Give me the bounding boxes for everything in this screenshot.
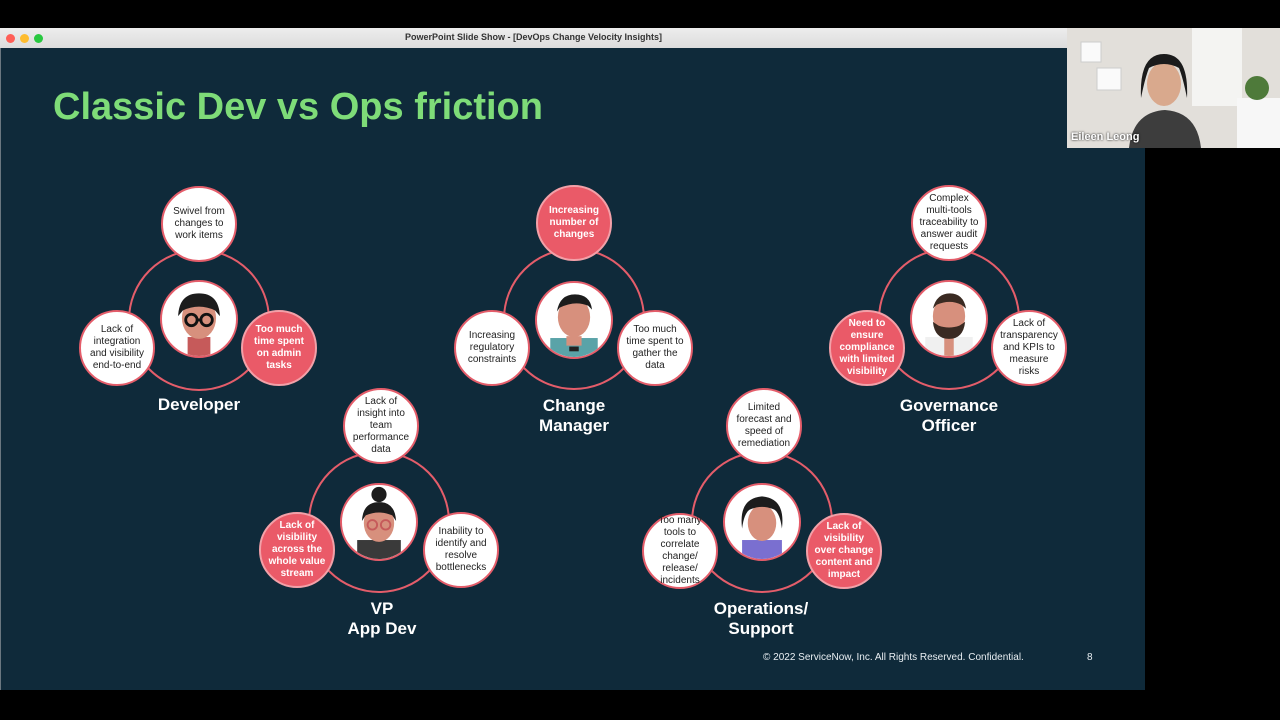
persona-developer: Swivel from changes to work items Lack o… <box>79 186 319 426</box>
webcam-video[interactable]: Eileen Leong <box>1067 28 1280 148</box>
governance-officer-avatar-icon <box>910 280 988 358</box>
operations-support-role-label: Operations/ Support <box>713 599 809 638</box>
developer-pain-left: Lack of integration and visibility end-t… <box>79 310 155 386</box>
slide-title: Classic Dev vs Ops friction <box>53 86 543 128</box>
zoom-window-button[interactable] <box>34 34 43 43</box>
change-manager-avatar-icon <box>535 281 613 359</box>
developer-role-label: Developer <box>157 395 241 414</box>
close-window-button[interactable] <box>6 34 15 43</box>
governance-officer-pain-right: Lack of transparency and KPIs to measure… <box>991 310 1067 386</box>
operations-support-pain-right: Lack of visibility over change content a… <box>806 513 882 589</box>
slide-page-number: 8 <box>1087 652 1093 663</box>
vp-app-dev-pain-left: Lack of visibility across the whole valu… <box>259 512 335 588</box>
governance-officer-pain-top: Complex multi-tools traceability to answ… <box>911 185 987 261</box>
change-manager-pain-left: Increasing regulatory constraints <box>454 310 530 386</box>
vp-app-dev-pain-top: Lack of insight into team performance da… <box>343 388 419 464</box>
developer-pain-right: Too much time spent on admin tasks <box>241 310 317 386</box>
change-manager-role-label: Change Manager <box>539 396 609 435</box>
operations-support-pain-left: Too many tools to correlate change/ rele… <box>642 513 718 589</box>
governance-officer-pain-left: Need to ensure compliance with limited v… <box>829 310 905 386</box>
vp-app-dev-pain-right: Inability to identify and resolve bottle… <box>423 512 499 588</box>
change-manager-pain-top: Increasing number of changes <box>536 185 612 261</box>
governance-officer-role-label: Governance Officer <box>899 396 999 435</box>
persona-governance-officer: Complex multi-tools traceability to answ… <box>829 185 1069 425</box>
persona-vp-app-dev: Lack of insight into team performance da… <box>259 388 499 628</box>
window-title: PowerPoint Slide Show - [DevOps Change V… <box>404 32 663 42</box>
operations-support-avatar-icon <box>723 483 801 561</box>
developer-pain-top: Swivel from changes to work items <box>161 186 237 262</box>
persona-change-manager: Increasing number of changes Increasing … <box>454 185 694 425</box>
operations-support-pain-top: Limited forecast and speed of remediatio… <box>726 388 802 464</box>
vp-app-dev-avatar-icon <box>340 483 418 561</box>
webcam-person-icon <box>1067 28 1280 148</box>
developer-avatar-icon <box>160 280 238 358</box>
minimize-window-button[interactable] <box>20 34 29 43</box>
slide-footer-copyright: © 2022 ServiceNow, Inc. All Rights Reser… <box>763 652 1024 663</box>
change-manager-pain-right: Too much time spent to gather the data <box>617 310 693 386</box>
persona-operations-support: Limited forecast and speed of remediatio… <box>642 388 882 628</box>
webcam-participant-name: Eileen Leong <box>1071 131 1140 143</box>
slide: Classic Dev vs Ops friction Swivel from … <box>0 48 1145 690</box>
vp-app-dev-role-label: VP App Dev <box>347 599 417 638</box>
window-titlebar: PowerPoint Slide Show - [DevOps Change V… <box>0 28 1067 49</box>
